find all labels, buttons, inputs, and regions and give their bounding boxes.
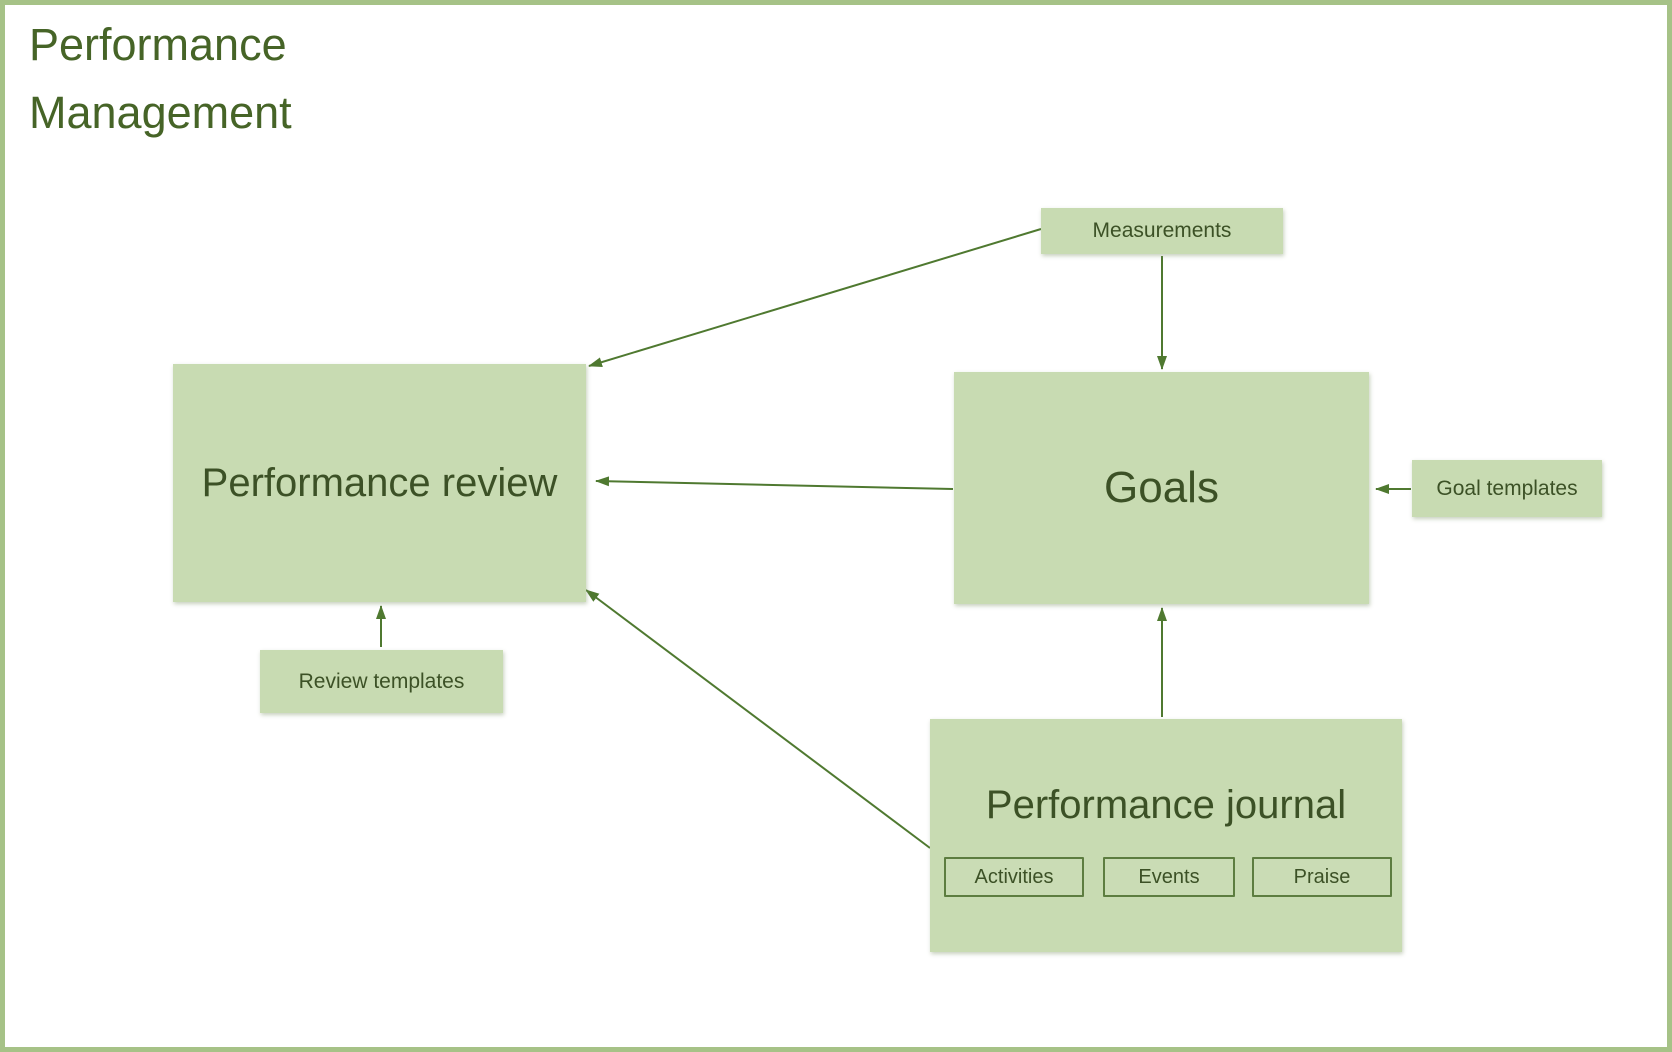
node-activities-label: Activities: [974, 865, 1054, 888]
node-performance-review-label: Performance review: [201, 460, 558, 505]
node-goals-label: Goals: [1104, 463, 1219, 512]
node-performance-journal-label: Performance journal: [985, 783, 1347, 827]
node-praise: Praise: [1252, 857, 1392, 897]
node-events: Events: [1103, 857, 1235, 897]
node-activities: Activities: [944, 857, 1084, 897]
edge-measurements-to-performance-review: [588, 228, 1042, 368]
node-review-templates: Review templates: [260, 650, 503, 713]
node-measurements-label: Measurements: [1092, 219, 1232, 242]
page-title: Performance Management: [29, 19, 292, 138]
node-performance-review: Performance review: [173, 364, 586, 602]
node-events-label: Events: [1138, 865, 1200, 888]
node-review-templates-label: Review templates: [298, 669, 465, 693]
node-performance-journal: Performance journal Activities Events Pr…: [930, 719, 1402, 952]
node-goal-templates: Goal templates: [1412, 460, 1602, 517]
node-praise-label: Praise: [1293, 865, 1351, 888]
node-goal-templates-label: Goal templates: [1436, 476, 1578, 500]
edge-goals-to-performance-review: [595, 476, 954, 490]
node-measurements: Measurements: [1041, 208, 1283, 254]
node-goals: Goals: [954, 372, 1369, 604]
edge-performance-journal-to-performance-review: [585, 589, 931, 849]
